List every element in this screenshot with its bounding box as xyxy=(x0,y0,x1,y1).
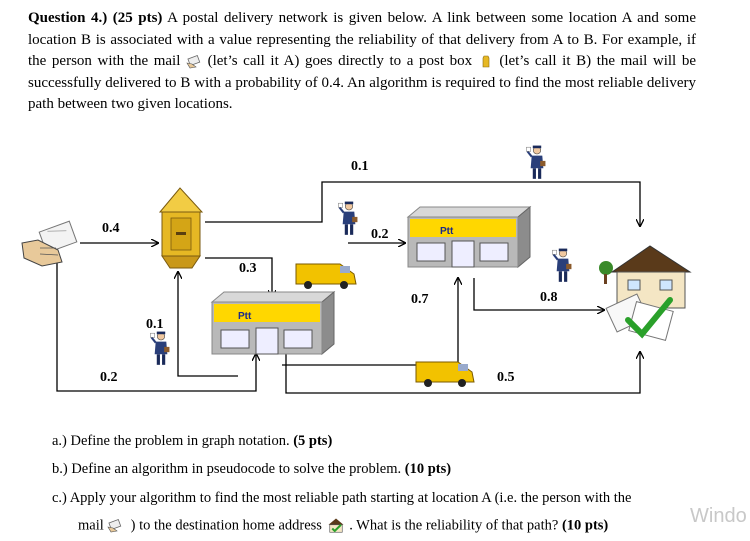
home-destination-icon xyxy=(328,518,344,533)
edge-label-ptt-lower-to-postbox: 0.1 xyxy=(146,317,164,332)
mail-hand-icon xyxy=(186,54,201,68)
question-text-1: A postal delivery network is given below… xyxy=(28,10,696,69)
part-b-text: b.) Define an algorithm in pseudocode to… xyxy=(52,461,405,477)
edge-postbox-to-home xyxy=(205,181,640,226)
delivery-van-icon xyxy=(295,263,357,289)
post-box-icon xyxy=(482,55,490,67)
question-header: Question 4.) (25 pts) xyxy=(28,10,163,26)
edge-label-ptt-upper-to-home: 0.8 xyxy=(540,290,558,305)
part-a-points: (5 pts) xyxy=(293,433,333,449)
postman-icon xyxy=(338,200,359,236)
question-text-3: (let’s call it B) the mail will be succe… xyxy=(28,53,696,112)
ptt-sign: Ptt xyxy=(440,226,454,237)
mail-hand-icon xyxy=(21,220,78,267)
part-a: a.) Define the problem in graph notation… xyxy=(52,433,332,450)
part-c-text-4: . What is the reliability of that path? xyxy=(349,517,562,534)
edge-label-postbox-to-home: 0.1 xyxy=(351,159,369,174)
edge-ptt-upper-to-home xyxy=(473,278,604,310)
postman-icon xyxy=(552,247,573,283)
part-b: b.) Define an algorithm in pseudocode to… xyxy=(52,461,451,478)
post-office-lower-icon: Ptt xyxy=(210,290,336,356)
part-b-points: (10 pts) xyxy=(404,461,452,477)
edge-label-ptt-lower-to-home: 0.5 xyxy=(497,370,515,385)
edge-label-mail-to-postbox: 0.4 xyxy=(102,221,120,236)
diagram-edges xyxy=(56,181,640,394)
edge-mail-to-ptt-lower xyxy=(56,263,256,392)
ptt-sign: Ptt xyxy=(238,311,252,322)
part-a-text: a.) Define the problem in graph notation… xyxy=(52,433,294,449)
edge-ptt-lower-to-postbox xyxy=(178,272,238,377)
part-c-text-2: mail xyxy=(78,517,108,534)
edge-postbox-to-ptt-lower xyxy=(205,257,272,297)
part-c-points: (10 pts) xyxy=(561,517,609,534)
postman-icon xyxy=(526,144,547,180)
post-box-icon xyxy=(158,187,204,269)
mail-hand-icon xyxy=(107,519,122,533)
home-destination-icon xyxy=(599,245,692,342)
postman-icon xyxy=(150,330,171,366)
question-text: Question 4.) (25 pts) A postal delivery … xyxy=(28,8,696,116)
edge-ptt-lower-to-home xyxy=(285,352,640,394)
edge-label-postbox-to-ptt-lower: 0.3 xyxy=(239,261,257,276)
windows-activation-watermark: Windo xyxy=(690,505,747,527)
part-c-text-3: ) to the destination home address xyxy=(130,517,326,534)
question-text-2: (let’s call it A) goes directly to a pos… xyxy=(201,53,478,69)
delivery-van-icon xyxy=(415,361,475,387)
edge-label-postman-to-ptt-upper: 0.2 xyxy=(371,227,389,242)
post-office-upper-icon: Ptt xyxy=(406,205,532,269)
part-c-text-1: c.) Apply your algorithm to find the mos… xyxy=(52,490,632,506)
part-c-line-2: mail ) to the destination home address .… xyxy=(78,517,608,535)
edge-label-mail-to-ptt-lower: 0.2 xyxy=(100,370,118,385)
edge-label-ptt-lower-to-ptt-upper: 0.7 xyxy=(411,292,429,307)
part-c: c.) Apply your algorithm to find the mos… xyxy=(52,490,631,507)
